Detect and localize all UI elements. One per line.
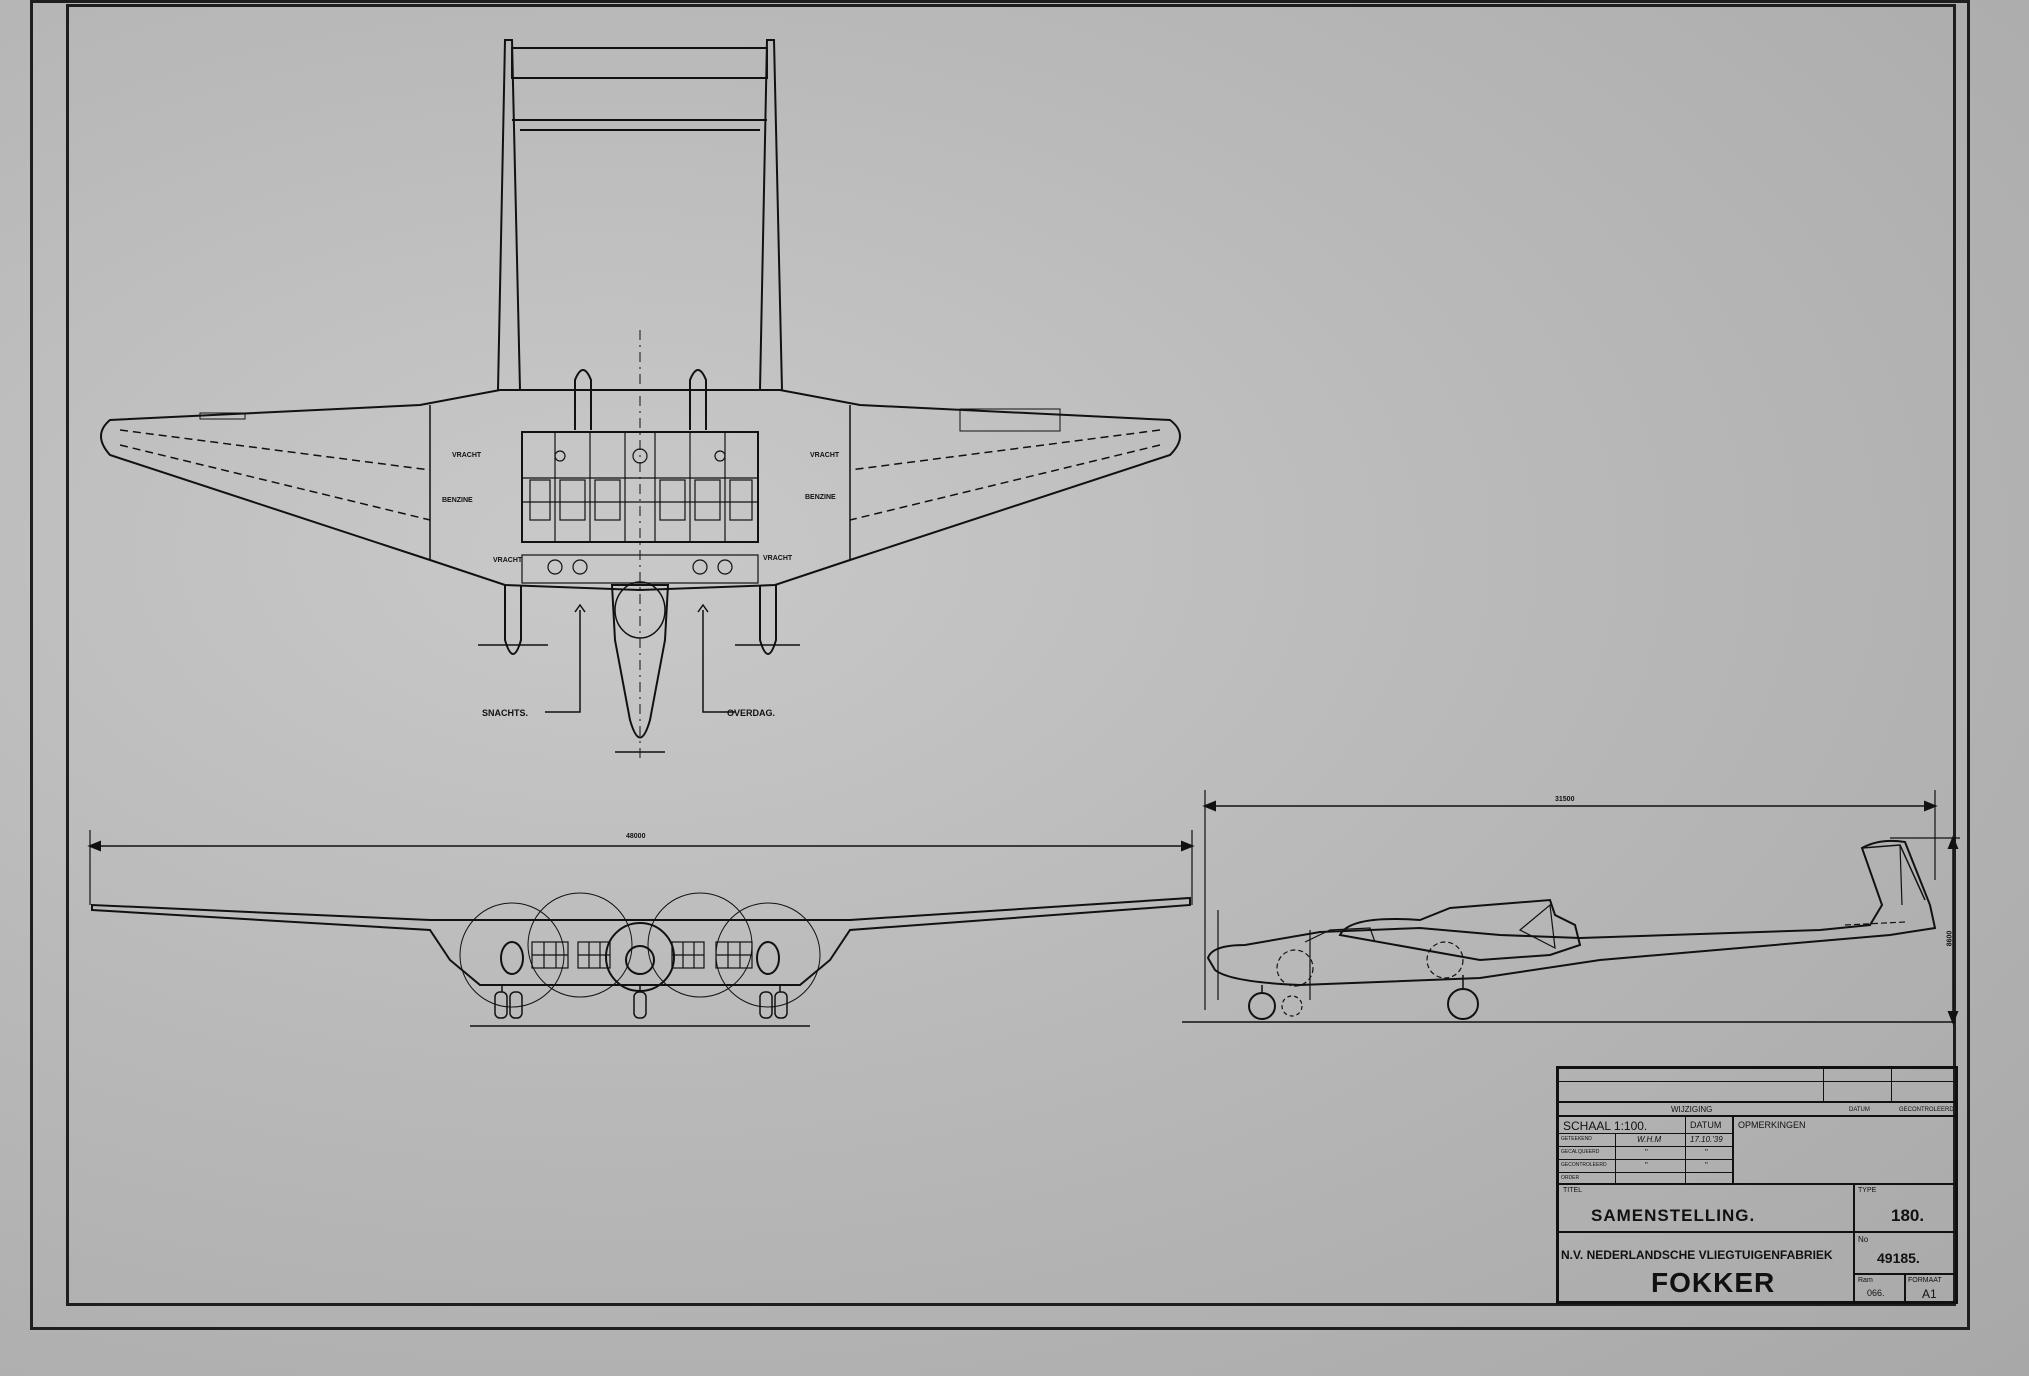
type-box: TYPE 180. (1854, 1184, 1956, 1232)
benzine-label-right: BENZINE (805, 494, 836, 501)
inner-border (66, 4, 1956, 1306)
front-view (87, 830, 1195, 1027)
company-box: N.V. NEDERLANDSCHE VLIEGTUIGENFABRIEK FO… (1558, 1232, 1854, 1302)
fuselage-front (605, 922, 675, 992)
left-tail-boom (497, 39, 521, 391)
no-label: No (1858, 1235, 1869, 1244)
vracht-label-right-2: VRACHT (763, 555, 793, 562)
engine-nacelle-4 (759, 585, 777, 655)
type-label: TYPE (1858, 1187, 1877, 1194)
formaat-label: FORMAAT (1908, 1277, 1942, 1284)
benzine-label-left: BENZINE (442, 497, 473, 504)
company-name: N.V. NEDERLANDSCHE VLIEGTUIGENFABRIEK (1561, 1248, 1833, 1262)
row-date-2: " (1705, 1148, 1708, 1157)
schaal-label: SCHAAL 1:100. (1563, 1119, 1648, 1133)
row-sign-1: W.H.M (1637, 1135, 1662, 1144)
ram-label: Ram (1858, 1277, 1873, 1284)
row-sign-3: " (1645, 1161, 1648, 1170)
datum-label: DATUM (1690, 1120, 1722, 1130)
vracht-label-left-1: VRACHT (452, 452, 482, 459)
side-fuselage (1206, 839, 1937, 987)
length-dimension: 31500 (1555, 796, 1575, 803)
datum-header: DATUM (1849, 1107, 1870, 1113)
ram-value: 066. (1867, 1288, 1885, 1298)
titel-box: TITEL SAMENSTELLING. (1558, 1184, 1854, 1232)
fuselage-nose (610, 584, 670, 739)
engine-nacelle-1 (574, 369, 592, 430)
overdag-label: OVERDAG. (727, 708, 776, 718)
type-value: 180. (1891, 1206, 1925, 1225)
right-tail-boom (759, 39, 783, 391)
wijziging-label: WIJZIGING (1671, 1105, 1713, 1114)
plan-view (100, 39, 1181, 760)
vracht-label-right-1: VRACHT (810, 452, 840, 459)
vracht-label-left-2: VRACHT (493, 557, 523, 564)
engine-nacelle-3 (504, 585, 522, 655)
ram-box: Ram 066. (1854, 1274, 1905, 1302)
cabin-layout (521, 431, 759, 543)
signature-block: SCHAAL 1:100. DATUM GETEEKEND W.H.M 17.1… (1558, 1116, 1734, 1185)
row-date-1: 17.10.'39 (1690, 1135, 1723, 1144)
drawing-number: 49185. (1877, 1250, 1920, 1266)
titel-label: TITEL (1563, 1187, 1583, 1194)
formaat-box: FORMAAT A1 (1905, 1274, 1956, 1302)
fokker-brand: FOKKER (1651, 1267, 1776, 1298)
horizontal-stabilizer (511, 47, 768, 79)
main-wheel (1447, 988, 1479, 1020)
span-dimension: 48000 (626, 833, 646, 840)
engine-nacelle-2 (689, 369, 707, 430)
nose-wheel (1248, 992, 1276, 1020)
outer-border (30, 0, 1970, 1330)
side-view (1182, 790, 1960, 1025)
row-label-2: GECALQUEERD (1561, 1149, 1600, 1155)
title-block: WIJZIGING DATUM GECONTROLEERD SCHAAL 1:1… (1556, 1066, 1958, 1304)
height-dimension: 8600 (1946, 930, 1954, 947)
revision-grid (1558, 1068, 1957, 1103)
row-label-3: GECONTROLEERD (1561, 1162, 1607, 1168)
front-wing (91, 896, 1191, 986)
gecontroleerd-header: GECONTROLEERD (1899, 1107, 1954, 1113)
revision-header: WIJZIGING DATUM GECONTROLEERD (1558, 1102, 1956, 1116)
side-nacelle (1338, 898, 1582, 962)
opmerkingen-box: OPMERKINGEN (1733, 1116, 1956, 1184)
row-date-3: " (1705, 1161, 1708, 1170)
formaat-value: A1 (1922, 1287, 1937, 1301)
opmerkingen-label: OPMERKINGEN (1738, 1120, 1806, 1130)
row-label-1: GETEEKEND (1561, 1136, 1592, 1142)
row-label-4: ORDER (1561, 1175, 1580, 1181)
wing-outline (100, 389, 1181, 592)
snachts-label: SNACHTS. (482, 708, 529, 718)
titel-value: SAMENSTELLING. (1591, 1206, 1756, 1225)
row-sign-2: " (1645, 1148, 1648, 1157)
number-box: No 49185. (1854, 1232, 1956, 1274)
